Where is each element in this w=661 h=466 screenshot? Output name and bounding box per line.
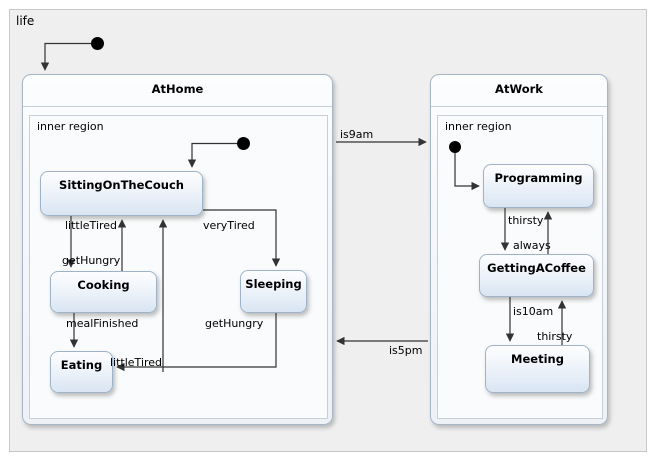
edge-label-gethungry-sleeping-eating: getHungry xyxy=(205,317,264,330)
edge-label-is5pm: is5pm xyxy=(389,344,423,357)
state-label-sitting-on-the-couch: SittingOnTheCouch xyxy=(59,178,184,192)
initial-node-atwork[interactable] xyxy=(449,141,461,153)
state-label-programming: Programming xyxy=(494,171,583,185)
state-label-sleeping: Sleeping xyxy=(245,277,302,291)
inner-region-label-athome: inner region xyxy=(37,120,104,133)
edge-label-littletired-couch-cooking: littleTired xyxy=(65,219,118,232)
edge-label-littletired-eating-couch: littleTired xyxy=(110,356,163,369)
state-label-eating: Eating xyxy=(60,358,103,372)
edge-label-verytired: veryTired xyxy=(203,219,255,232)
state-getting-a-coffee[interactable]: GettingACoffee xyxy=(479,254,594,297)
state-sitting-on-the-couch[interactable]: SittingOnTheCouch xyxy=(40,171,203,216)
initial-node-life[interactable] xyxy=(91,37,104,50)
initial-node-athome[interactable] xyxy=(237,137,250,150)
state-eating[interactable]: Eating xyxy=(50,351,113,393)
edge-label-thirsty-meeting-coffee: thirsty xyxy=(537,330,573,343)
state-programming[interactable]: Programming xyxy=(483,164,594,208)
inner-region-label-atwork: inner region xyxy=(445,120,512,133)
edge-label-thirsty-programming-coffee: thirsty xyxy=(508,214,544,227)
edge-label-is9am: is9am xyxy=(340,128,374,141)
state-meeting[interactable]: Meeting xyxy=(485,345,590,393)
composite-title-athome: AtHome xyxy=(151,82,204,96)
state-label-meeting: Meeting xyxy=(511,352,564,366)
edge-label-is10am: is10am xyxy=(513,305,554,318)
diagram-title: life xyxy=(16,14,35,28)
edge-label-gethungry-cooking-couch: getHungry xyxy=(62,254,121,267)
edge-label-always: always xyxy=(513,239,551,252)
composite-separator-atwork xyxy=(431,106,607,107)
composite-title-atwork: AtWork xyxy=(495,82,543,96)
edge-label-mealfinished: mealFinished xyxy=(66,317,139,330)
state-cooking[interactable]: Cooking xyxy=(50,271,157,313)
state-label-cooking: Cooking xyxy=(77,278,130,292)
state-sleeping[interactable]: Sleeping xyxy=(240,270,307,313)
composite-separator-athome xyxy=(23,106,332,107)
state-label-getting-a-coffee: GettingACoffee xyxy=(487,261,586,275)
